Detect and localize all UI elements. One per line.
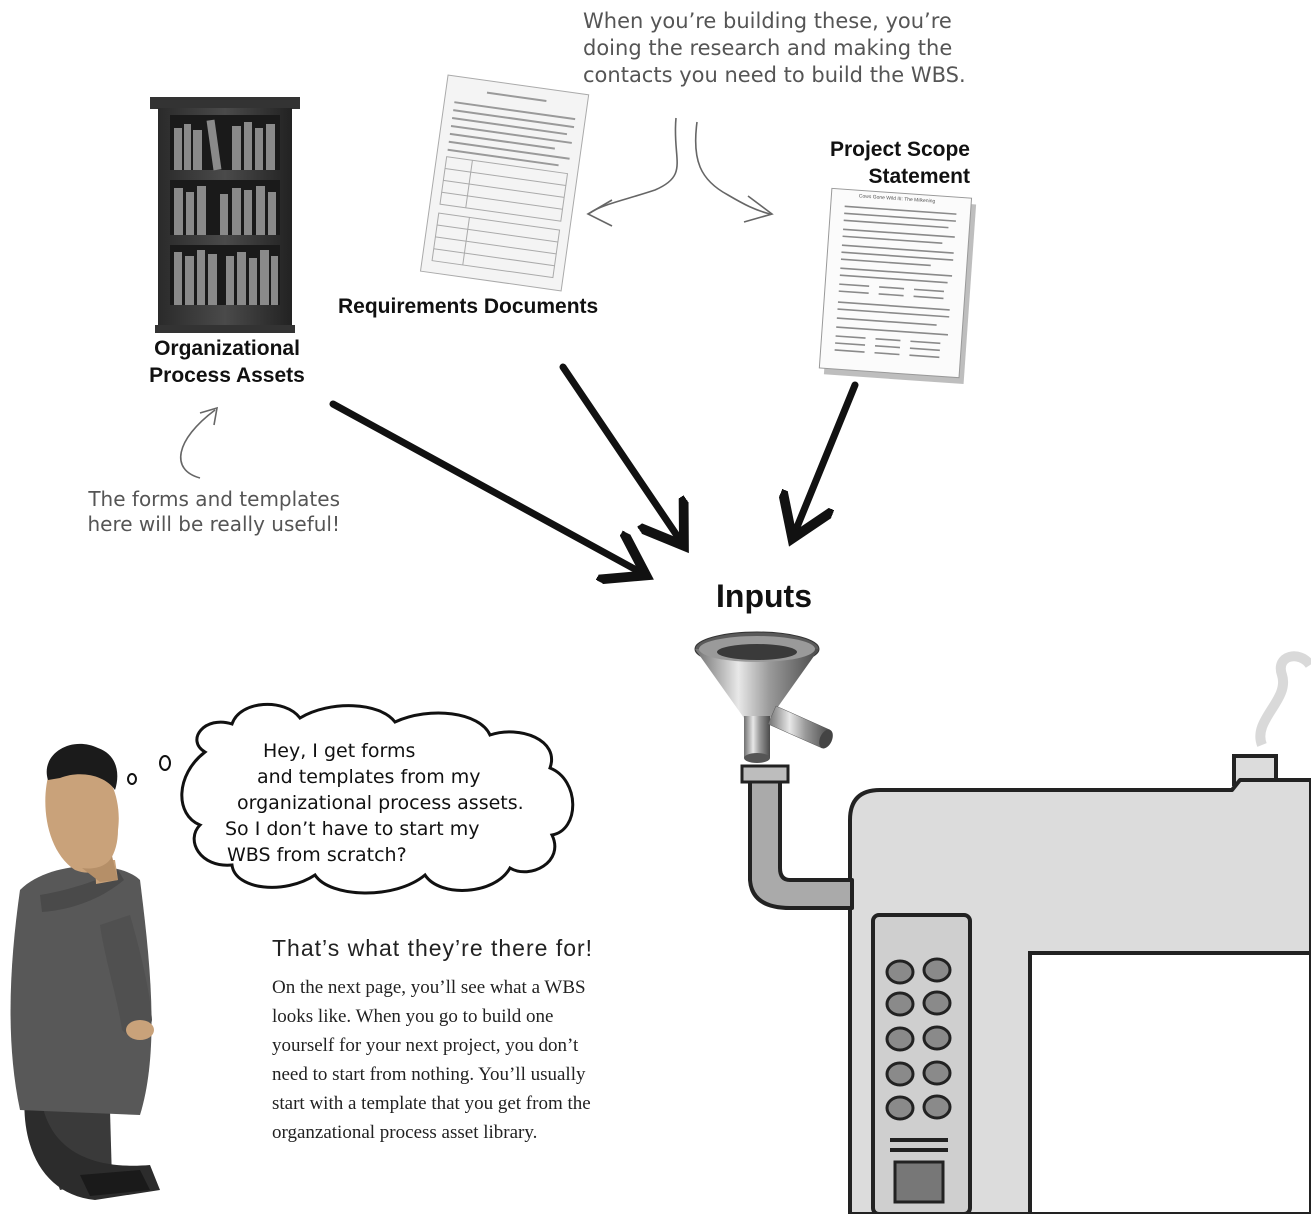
answer-body-line: looks like. When you go to build one bbox=[272, 1002, 772, 1031]
person-illustration bbox=[11, 744, 160, 1200]
input-arrows bbox=[333, 367, 855, 572]
thought-line: WBS from scratch? bbox=[215, 842, 575, 868]
answer-body: On the next page, you’ll see what a WBS … bbox=[272, 973, 772, 1147]
annotation-top-note-line: contacts you need to build the WBS. bbox=[583, 62, 1003, 89]
annotation-top-note-line: doing the research and making the bbox=[583, 35, 1003, 62]
annotation-arrow-left bbox=[590, 118, 677, 213]
thought-line: Hey, I get forms bbox=[215, 738, 575, 764]
thought-line: and templates from my bbox=[215, 764, 575, 790]
annotation-arrow-forms bbox=[181, 410, 215, 478]
scope-label-line: Project Scope bbox=[790, 136, 970, 163]
funnel-icon bbox=[695, 632, 836, 763]
answer-body-line: organzational process asset library. bbox=[272, 1118, 772, 1147]
opa-label-line: Organizational bbox=[132, 335, 322, 362]
annotation-forms-note-line: The forms and templates bbox=[50, 487, 340, 512]
annotation-top-note-line: When you’re building these, you’re bbox=[583, 8, 1003, 35]
annotation-top-note: When you’re building these, you’re doing… bbox=[583, 8, 1003, 89]
scope-label-line: Statement bbox=[790, 163, 970, 190]
requirements-document-icon bbox=[420, 75, 588, 291]
thought-line: organizational process assets. bbox=[215, 790, 575, 816]
annotation-arrow-right bbox=[696, 122, 770, 214]
requirements-label: Requirements Documents bbox=[338, 293, 598, 320]
scope-statement-document-icon bbox=[819, 188, 977, 384]
annotation-forms-note-line: here will be really useful! bbox=[50, 512, 340, 537]
answer-body-line: start with a template that you get from … bbox=[272, 1089, 772, 1118]
answer-body-line: On the next page, you’ll see what a WBS bbox=[272, 973, 772, 1002]
thought-line: So I don’t have to start my bbox=[215, 816, 575, 842]
answer-body-line: yourself for your next project, you don’… bbox=[272, 1031, 772, 1060]
thought-bubble-text: Hey, I get forms and templates from my o… bbox=[215, 738, 575, 868]
arrow-opa-to-inputs bbox=[333, 404, 640, 572]
arrow-scope-to-inputs bbox=[795, 385, 855, 532]
answer-heading: That’s what they’re there for! bbox=[272, 935, 593, 962]
opa-label-line: Process Assets bbox=[132, 362, 322, 389]
opa-label: Organizational Process Assets bbox=[132, 335, 322, 389]
scope-label: Project Scope Statement bbox=[790, 136, 970, 190]
annotation-forms-note: The forms and templates here will be rea… bbox=[50, 487, 340, 537]
answer-body-line: need to start from nothing. You’ll usual… bbox=[272, 1060, 772, 1089]
inputs-label: Inputs bbox=[716, 578, 812, 614]
annotation-arrowhead-right bbox=[744, 196, 772, 222]
bookshelf-icon bbox=[150, 97, 300, 333]
arrow-requirements-to-inputs bbox=[563, 367, 680, 540]
